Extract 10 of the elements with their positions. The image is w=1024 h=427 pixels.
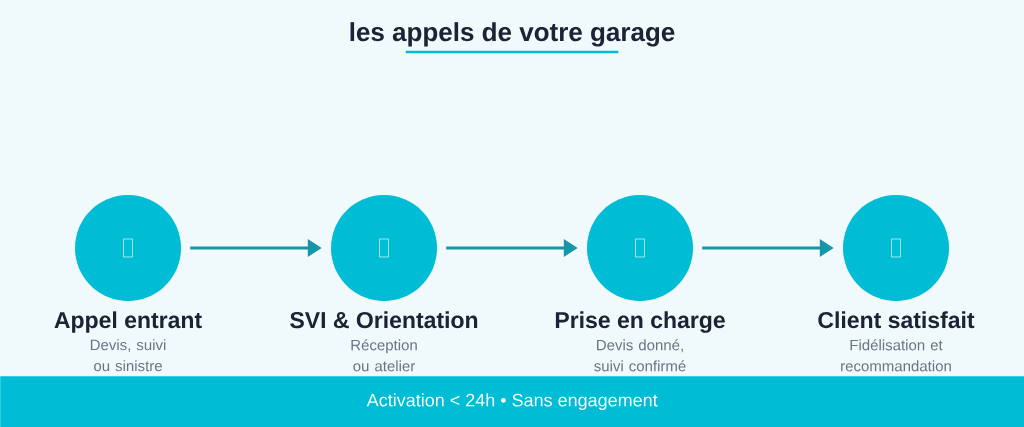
footer-band: Activation < 24h • Sans engagement [0,376,1024,427]
step-description: Fidélisation et recommandation [841,339,951,372]
step-title: Prise en charge [555,311,725,333]
step-description: Réception ou atelier [351,339,417,372]
step-title: Client satisfait [818,311,975,329]
step-description: Devis, suivi ou sinistre [90,339,166,372]
step-title: Appel entrant [54,311,202,333]
title: les appels de votre garage [350,22,675,47]
step-title: SVI & Orientation [290,311,478,329]
step-description: Devis donné, suivi confirmé [594,339,686,372]
